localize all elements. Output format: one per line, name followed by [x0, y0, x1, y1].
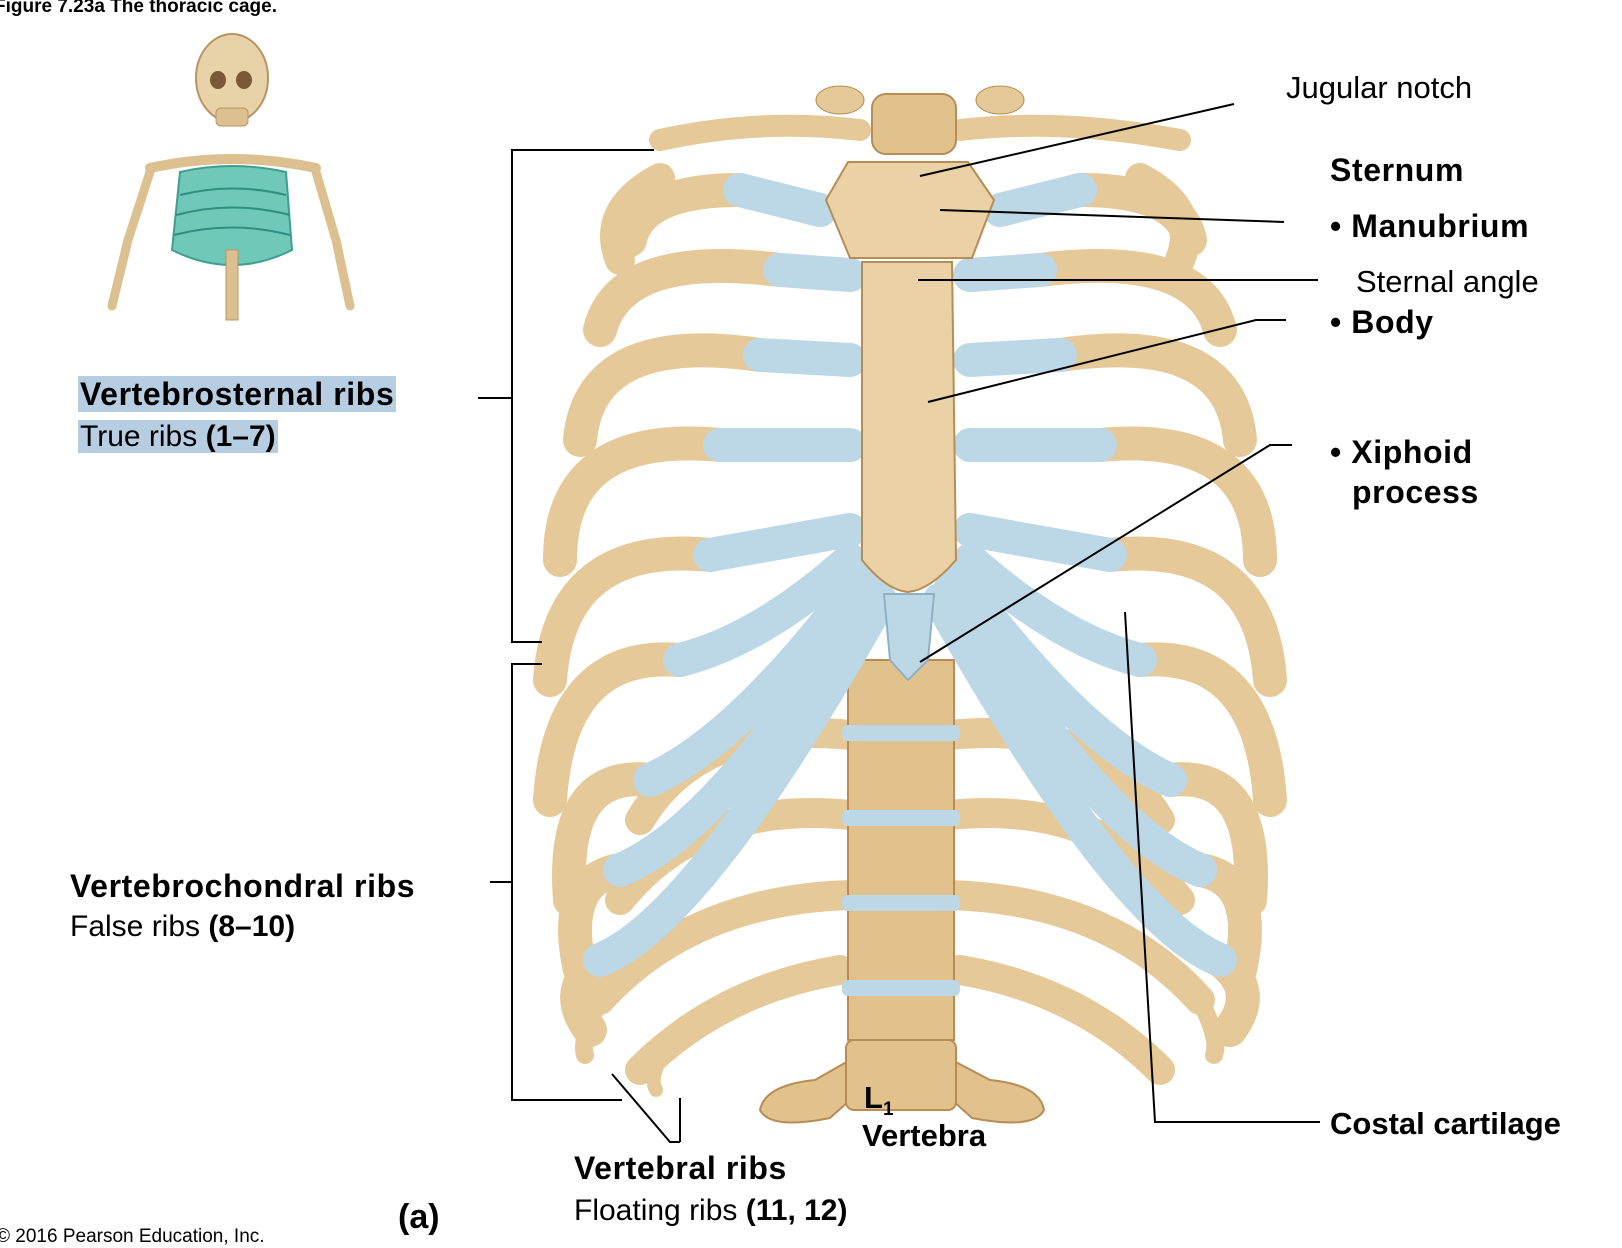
label-xiphoid-line2: process [1352, 474, 1479, 510]
group-vertebrochondral-sub: False ribs (8–10) [70, 910, 296, 943]
label-sternum: Sternum [1330, 152, 1464, 188]
label-body: • Body [1330, 304, 1434, 340]
vertebral-column [758, 659, 1046, 1124]
group-vertebral-sub: Floating ribs (11, 12) [574, 1194, 848, 1227]
label-jugular-notch: Jugular notch [1286, 70, 1473, 105]
label-sternal-angle: Sternal angle [1356, 264, 1539, 299]
footer-copyright: © 2016 Pearson Education, Inc. [0, 1226, 265, 1247]
figure-title: Figure 7.23a The thoracic cage. [0, 0, 277, 17]
group-vertebrosternal-title: Vertebrosternal ribs [78, 376, 397, 412]
label-vertebra: Vertebra [862, 1118, 987, 1153]
label-xiphoid-line1: • Xiphoid [1330, 434, 1473, 470]
label-costal-cartilage: Costal cartilage [1330, 1106, 1561, 1141]
leader-lines [478, 103, 1320, 1143]
rib-cage-illustration [533, 85, 1287, 1124]
label-l1: L1 [864, 1080, 894, 1121]
group-vertebral-title: Vertebral ribs [574, 1150, 787, 1186]
skeleton-thumbnail [107, 33, 355, 321]
label-manubrium: • Manubrium [1330, 208, 1530, 244]
group-vertebrosternal-sub: True ribs (1–7) [78, 420, 278, 453]
panel-label: (a) [398, 1198, 440, 1236]
group-vertebrochondral-title: Vertebrochondral ribs [70, 868, 416, 904]
sternum-bone [824, 161, 996, 682]
